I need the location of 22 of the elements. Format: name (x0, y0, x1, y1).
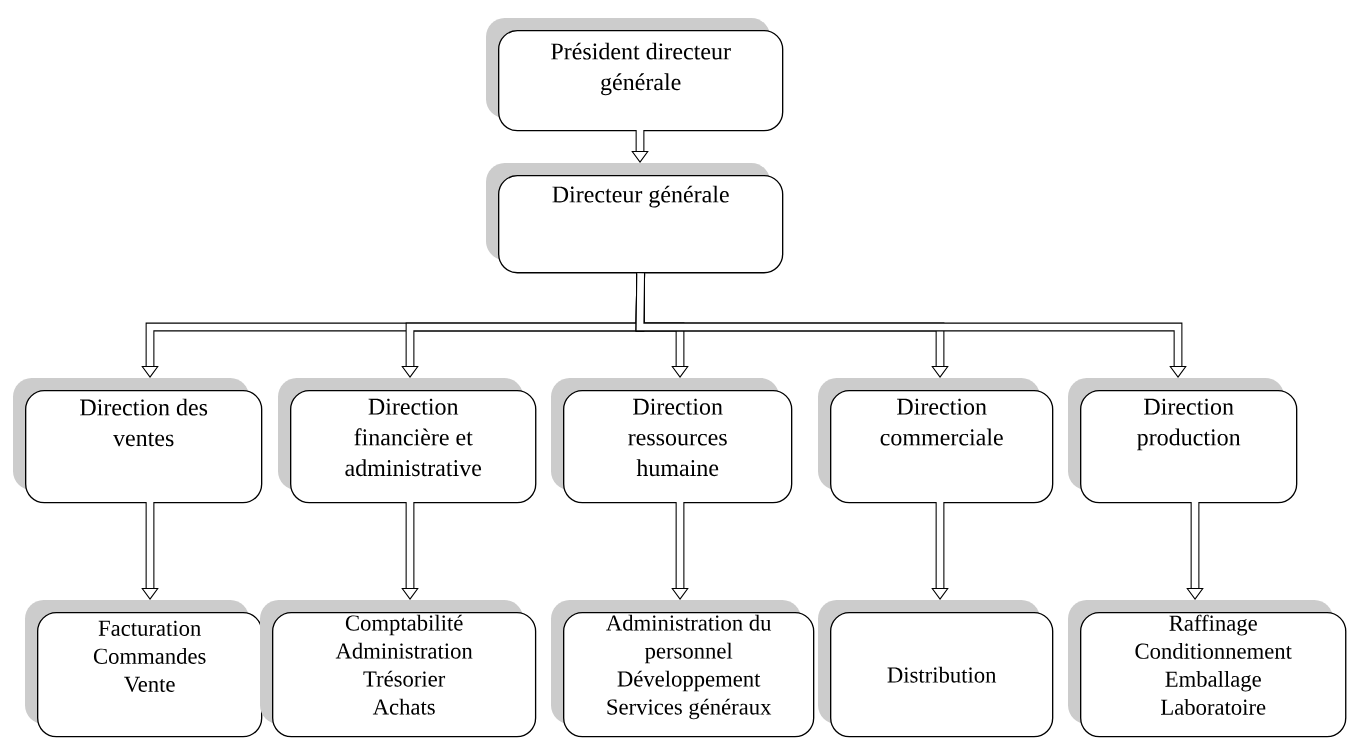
org-box: Directeur générale (486, 163, 784, 274)
org-box: Administration du personnel Développement Services généraux (551, 600, 815, 738)
node-label: Vente (124, 676, 175, 693)
org-box: Président directeur générale (486, 18, 784, 132)
arrow (401, 502, 419, 600)
org-box: Direction ressources humaine (551, 378, 793, 504)
node-label: Facturation (98, 620, 201, 636)
node-label: Commandes (93, 647, 206, 664)
org-box: Facturation Commandes Vente (25, 600, 263, 738)
arrow (931, 502, 949, 600)
arrow (635, 273, 1187, 378)
org-box: Raffinage Conditionnement Emballage Laboratoire (1068, 600, 1347, 738)
arrow (671, 502, 689, 600)
org-box: Direction production (1068, 378, 1298, 504)
org-box: Distribution (818, 600, 1054, 738)
arrow (141, 502, 159, 600)
org-box: Comptabilité Administration Trésorier Achats (260, 600, 537, 738)
org-box: Direction financière et administrative (278, 378, 537, 504)
org-box: Direction des ventes (13, 378, 263, 504)
org-box: Direction commerciale (818, 378, 1054, 504)
arrow (1186, 502, 1204, 600)
arrow (631, 130, 649, 163)
